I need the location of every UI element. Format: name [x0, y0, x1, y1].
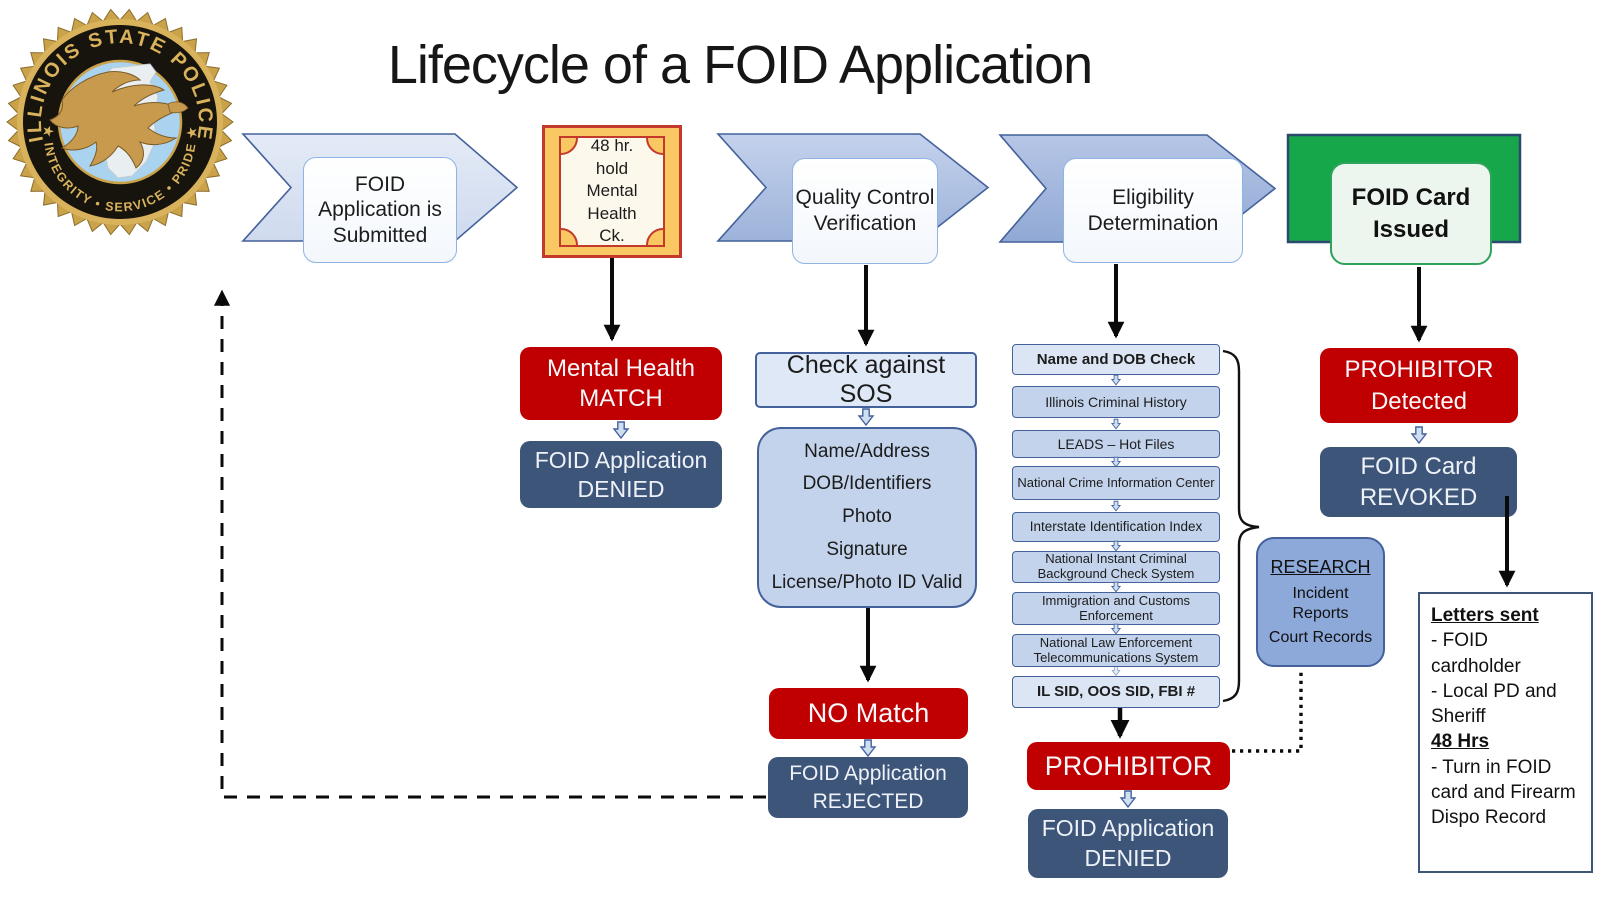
- eagle-head: [167, 101, 189, 114]
- seal-black-ring: [23, 25, 217, 219]
- research-box: RESEARCH Incident Reports Court Records: [1256, 537, 1385, 667]
- down-arrow-icon: [1111, 500, 1121, 512]
- research-incident-reports: Incident Reports: [1292, 585, 1349, 622]
- hold-mental-health-box: 48 hr. hold Mental Health Ck.: [542, 125, 682, 258]
- step-foid-card-issued: FOID Card Issued: [1330, 162, 1492, 265]
- down-arrow-icon: [1111, 623, 1121, 635]
- check-iii: Interstate Identification Index: [1012, 512, 1220, 542]
- foid-application-denied-box-2: FOID Application DENIED: [1028, 809, 1228, 878]
- illinois-silhouette: [95, 63, 159, 179]
- hold-line-2: hold: [595, 158, 629, 178]
- check-name-dob: Name and DOB Check: [1012, 344, 1220, 375]
- letters-sent-box: Letters sent - FOID cardholder - Local P…: [1418, 592, 1593, 873]
- hold-mental-health-plaque: 48 hr. hold Mental Health Ck.: [559, 136, 665, 247]
- sos-details-box: Name/Address DOB/Identifiers Photo Signa…: [757, 427, 977, 608]
- letters-item-cardholder: - FOID cardholder: [1431, 630, 1521, 677]
- prohibitor-detected-box: PROHIBITOR Detected: [1320, 348, 1518, 423]
- check-sid-fbi: IL SID, OOS SID, FBI #: [1012, 676, 1220, 708]
- step-quality-control: Quality Control Verification: [792, 158, 938, 264]
- mental-health-match-box: Mental Health MATCH: [520, 347, 722, 420]
- page-title: Lifecycle of a FOID Application: [387, 35, 1093, 95]
- hold-line-3: Mental: [586, 181, 638, 201]
- check-nlets: National Law Enforcement Telecommunicati…: [1012, 634, 1220, 667]
- sos-detail-photo: Photo: [842, 506, 892, 528]
- step-eligibility: Eligibility Determination: [1063, 158, 1243, 263]
- sos-detail-name: Name/Address: [804, 440, 930, 462]
- plaque-corner-icon: [561, 138, 578, 155]
- down-arrow-icon: [860, 739, 876, 757]
- no-match-box: NO Match: [769, 688, 968, 739]
- seal-starburst-edge: [6, 8, 234, 236]
- down-arrow-icon: [1111, 418, 1121, 430]
- hold-line-1: 48 hr.: [590, 136, 634, 156]
- sos-detail-license: License/Photo ID Valid: [771, 571, 963, 593]
- letters-item-turn-in: - Turn in FOID card and Firearm Dispo Re…: [1431, 756, 1576, 829]
- eagle-icon: [49, 71, 182, 169]
- check-il-criminal-history: Illinois Criminal History: [1012, 386, 1220, 418]
- seal-gold-ring: [17, 19, 223, 225]
- plaque-corner-icon: [646, 138, 663, 155]
- down-arrow-icon: [858, 408, 874, 426]
- sos-detail-signature: Signature: [826, 538, 908, 560]
- down-arrow-icon: [1111, 540, 1121, 552]
- research-court-records: Court Records: [1268, 628, 1373, 646]
- down-arrow-icon: [1111, 581, 1121, 593]
- down-arrow-icon: [1120, 790, 1136, 808]
- letters-heading: Letters sent: [1431, 605, 1539, 626]
- dotted-connector-prohibitor-research: [1232, 668, 1303, 753]
- check-ice: Immigration and Customs Enforcement: [1012, 592, 1220, 625]
- foid-application-denied-box-1: FOID Application DENIED: [520, 441, 722, 508]
- brace-checks-to-research: [1222, 349, 1260, 703]
- down-arrow-icon: [1111, 374, 1121, 386]
- foid-application-rejected-box: FOID Application REJECTED: [768, 757, 968, 818]
- letters-heading-48hrs: 48 Hrs: [1431, 731, 1490, 753]
- plaque-corner-icon: [646, 228, 663, 245]
- check-nics: National Instant Criminal Background Che…: [1012, 551, 1220, 583]
- research-title: RESEARCH: [1270, 557, 1371, 578]
- foid-card-revoked-box: FOID Card REVOKED: [1320, 447, 1517, 517]
- sos-detail-dob: DOB/Identifiers: [802, 473, 932, 495]
- hold-line-4: Health: [587, 203, 637, 223]
- down-arrow-icon: [1411, 426, 1427, 444]
- prohibitor-box: PROHIBITOR: [1027, 742, 1230, 790]
- isp-seal: ILLINOIS STATE POLICE ★ INTEGRITY • SERV…: [6, 8, 234, 236]
- check-against-sos-box: Check against SOS: [755, 351, 977, 408]
- down-arrow-icon: [613, 421, 629, 439]
- step-application-submitted: FOID Application is Submitted: [303, 157, 457, 263]
- seal-bottom-text: ★ INTEGRITY • SERVICE • PRIDE ★: [41, 125, 199, 214]
- seal-top-text: ILLINOIS STATE POLICE: [24, 26, 217, 144]
- letters-item-local-pd: - Local PD and Sheriff: [1431, 680, 1557, 728]
- down-arrow-icon: [1111, 666, 1121, 676]
- hold-line-5: Ck.: [599, 226, 625, 246]
- check-ncic: National Crime Information Center: [1012, 466, 1220, 500]
- check-leads-hot-files: LEADS – Hot Files: [1012, 430, 1220, 458]
- seal-center-disc: [57, 59, 183, 185]
- plaque-corner-icon: [561, 228, 578, 245]
